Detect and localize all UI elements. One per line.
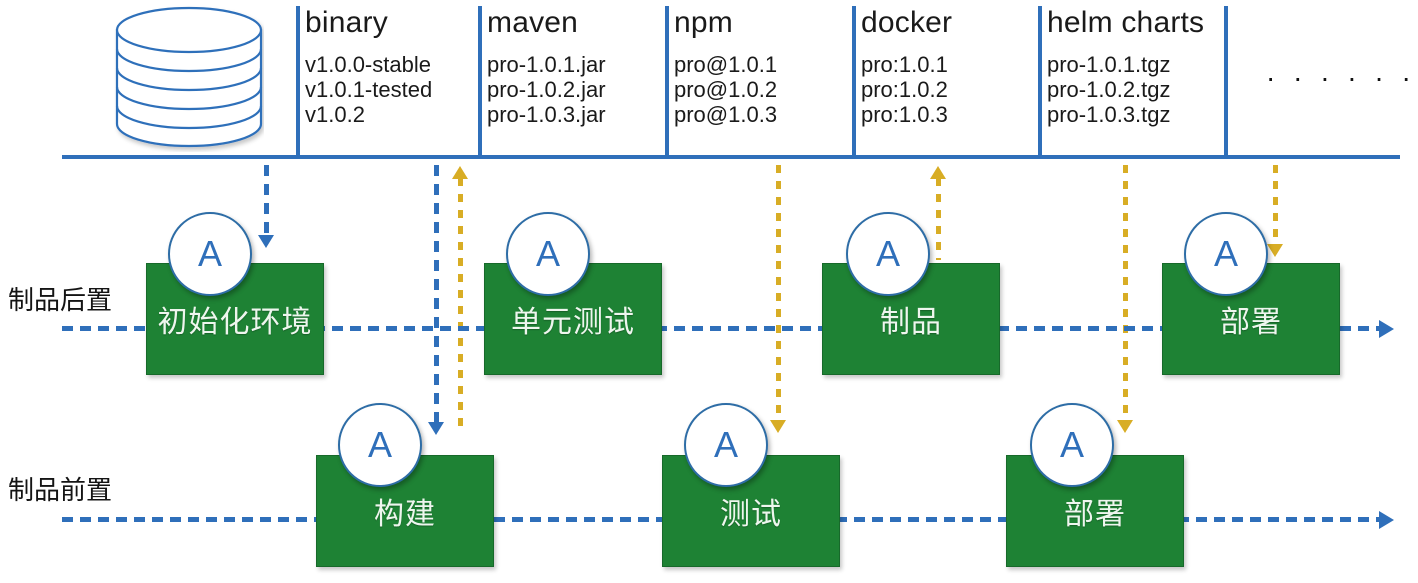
repo-item: pro-1.0.1.jar [487, 52, 606, 77]
connector-repo-to-init-env [264, 165, 269, 237]
stage-label: 测试 [720, 498, 782, 531]
stage-badge-artifact[interactable]: A [846, 212, 930, 296]
connector-artifact-to-repo [936, 178, 941, 260]
repo-column-rule [1038, 6, 1042, 158]
database-cylinder-icon [114, 4, 264, 152]
repo-column-binary: binary v1.0.0-stable v1.0.1-tested v1.0.… [305, 6, 432, 127]
stage-badge-unit-test[interactable]: A [506, 212, 590, 296]
repo-column-docker: docker pro:1.0.1 pro:1.0.2 pro:1.0.3 [861, 6, 952, 127]
badge-letter: A [875, 233, 900, 274]
pipeline-line-row1 [62, 326, 1379, 331]
stage-label: 单元测试 [511, 306, 635, 339]
badge-letter: A [197, 233, 222, 274]
connector-arrow-up-repo-from-artifact [930, 166, 946, 179]
repo-column-rule [296, 6, 300, 158]
repo-column-rule [665, 6, 669, 158]
stage-badge-init-env[interactable]: A [168, 212, 252, 296]
repo-item: pro@1.0.3 [674, 102, 778, 127]
repo-item: pro-1.0.3.jar [487, 102, 606, 127]
connector-arrow-down-test [770, 420, 786, 433]
connector-arrow-up-repo-from-build [452, 166, 468, 179]
row-label-artifact-after: 制品后置 [8, 285, 113, 315]
repo-item: pro-1.0.2.jar [487, 77, 606, 102]
repo-column-items: v1.0.0-stable v1.0.1-tested v1.0.2 [305, 52, 432, 127]
repo-column-helm-charts: helm charts pro-1.0.1.tgz pro-1.0.2.tgz … [1047, 6, 1204, 127]
repo-column-items: pro-1.0.1.jar pro-1.0.2.jar pro-1.0.3.ja… [487, 52, 606, 127]
repo-item: v1.0.1-tested [305, 77, 433, 102]
badge-letter: A [713, 424, 738, 465]
connector-repo-to-deploy-top [1273, 165, 1278, 247]
connector-repo-to-test [776, 165, 781, 423]
repo-column-items: pro-1.0.1.tgz pro-1.0.2.tgz pro-1.0.3.tg… [1047, 52, 1204, 127]
repo-baseline [62, 155, 1400, 159]
badge-letter: A [367, 424, 392, 465]
repo-item: pro:1.0.1 [861, 52, 948, 77]
pipeline-arrow-row1 [1379, 320, 1394, 338]
repo-column-title: binary [305, 6, 388, 39]
repo-column-items: pro@1.0.1 pro@1.0.2 pro@1.0.3 [674, 52, 777, 127]
repo-item: v1.0.0-stable [305, 52, 431, 77]
repo-column-rule [1224, 6, 1228, 158]
repo-column-items: pro:1.0.1 pro:1.0.2 pro:1.0.3 [861, 52, 952, 127]
stage-badge-build[interactable]: A [338, 403, 422, 487]
stage-label: 部署 [1064, 498, 1126, 531]
repo-column-title: npm [674, 6, 733, 39]
badge-letter: A [1213, 233, 1238, 274]
stage-badge-test[interactable]: A [684, 403, 768, 487]
stage-label: 制品 [880, 306, 942, 339]
repo-item: v1.0.2 [305, 102, 365, 127]
repo-column-rule [852, 6, 856, 158]
connector-arrow-down-build [428, 422, 444, 435]
repo-column-title: helm charts [1047, 6, 1205, 39]
repo-column-title: maven [487, 6, 579, 39]
repo-column-npm: npm pro@1.0.1 pro@1.0.2 pro@1.0.3 [674, 6, 777, 127]
repo-item: pro-1.0.3.tgz [1047, 102, 1171, 127]
badge-letter: A [535, 233, 560, 274]
stage-label: 部署 [1220, 306, 1282, 339]
repo-column-title: docker [861, 6, 953, 39]
repo-item: pro@1.0.1 [674, 52, 778, 77]
row-label-artifact-before: 制品前置 [8, 475, 113, 505]
pipeline-arrow-row2 [1379, 511, 1394, 529]
stage-deploy-bottom[interactable]: 部署 [1006, 455, 1184, 567]
repo-item: pro-1.0.1.tgz [1047, 52, 1171, 77]
connector-arrow-down-deploy-top [1267, 244, 1283, 257]
connector-build-to-repo [458, 178, 463, 428]
repo-more-ellipsis: · · · · · · [1266, 62, 1416, 93]
stage-badge-deploy-top[interactable]: A [1184, 212, 1268, 296]
repo-column-maven: maven pro-1.0.1.jar pro-1.0.2.jar pro-1.… [487, 6, 606, 127]
connector-repo-to-build [434, 165, 439, 424]
repo-column-rule [478, 6, 482, 158]
badge-letter: A [1059, 424, 1084, 465]
stage-badge-deploy-bottom[interactable]: A [1030, 403, 1114, 487]
stage-label: 构建 [374, 498, 436, 531]
repo-item: pro@1.0.2 [674, 77, 778, 102]
repo-item: pro:1.0.3 [861, 102, 948, 127]
stage-label: 初始化环境 [157, 306, 313, 339]
connector-arrow-down-deploy-bottom [1117, 420, 1133, 433]
connector-arrow-down-init-env [258, 235, 274, 248]
repo-item: pro-1.0.2.tgz [1047, 77, 1171, 102]
repo-item: pro:1.0.2 [861, 77, 948, 102]
connector-repo-to-deploy-bottom [1123, 165, 1128, 423]
